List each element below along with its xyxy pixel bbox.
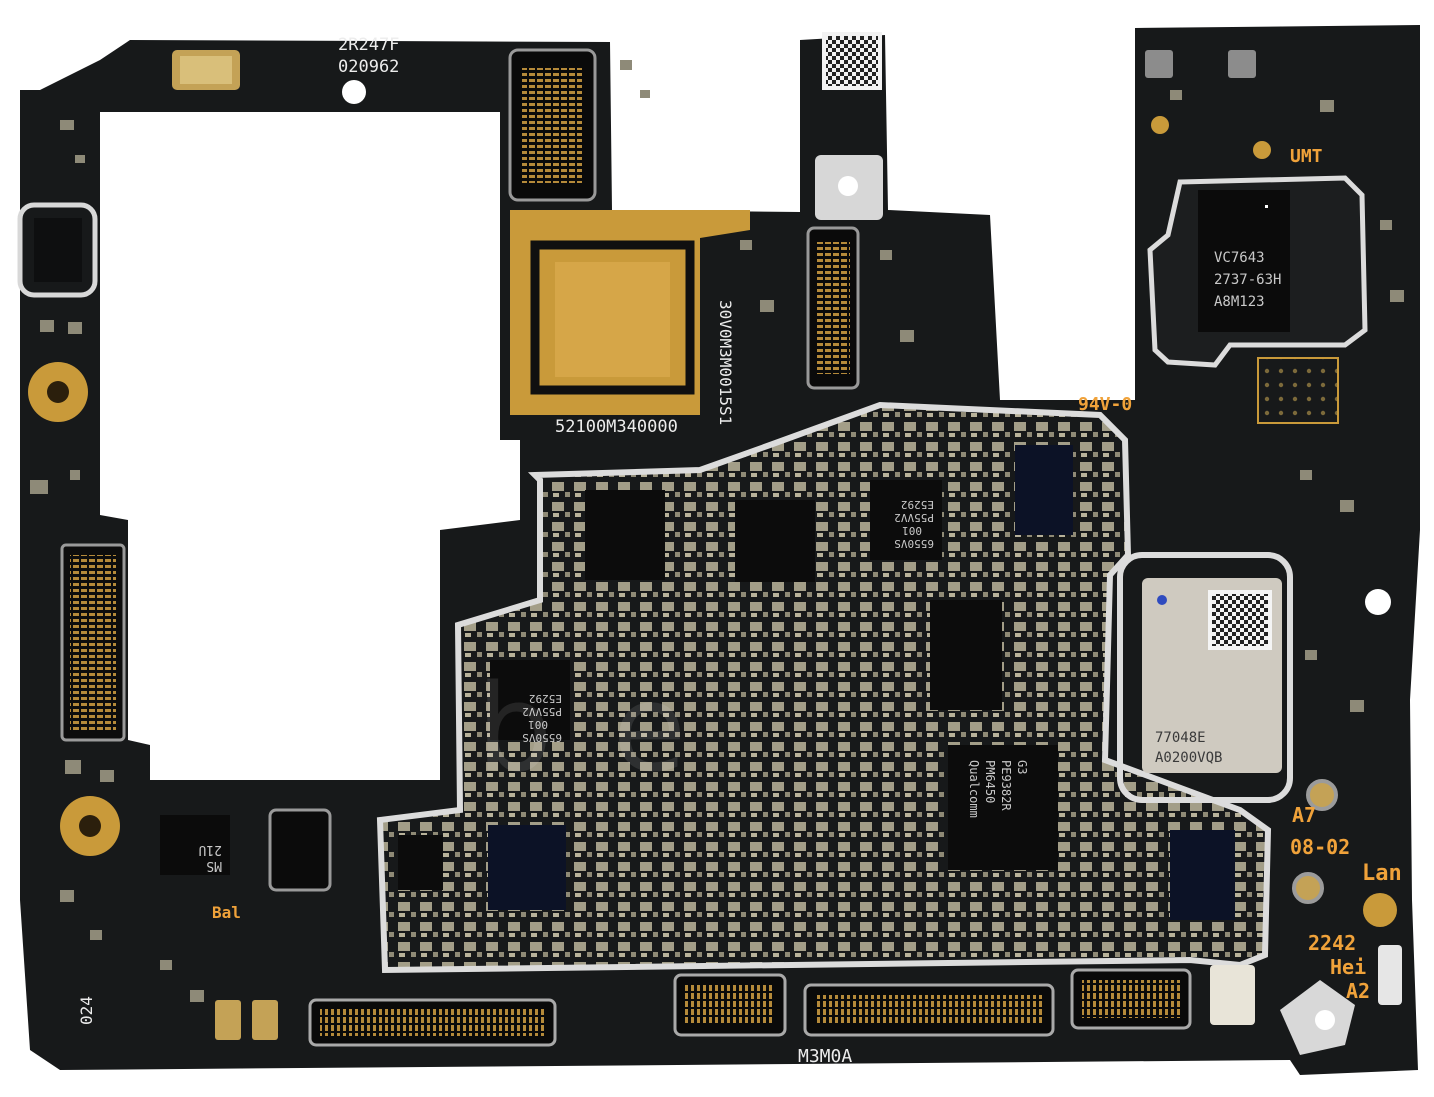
- chip-blue-bottom: [488, 825, 566, 910]
- chip-mem-left-line2: 001: [528, 718, 548, 731]
- silk-vertical-code: 30V0M3M0015S1: [716, 300, 735, 425]
- chip-pmic-line4: G3: [1015, 760, 1029, 774]
- chip-vc-line3: A8M123: [1214, 294, 1265, 310]
- chip-pmic: [948, 745, 1058, 870]
- chip-small-line2: 21U: [199, 842, 222, 857]
- chip-mem-top-line1: 6550VS: [894, 537, 934, 550]
- chip-mem-top-line2: 001: [902, 524, 922, 537]
- chip-blue-top: [1015, 445, 1073, 535]
- chip-pmic-line3: PE9382R: [999, 760, 1013, 811]
- hole-top: [342, 80, 366, 104]
- chip-mem-left-line3: P55VV2: [522, 705, 562, 718]
- shield-left-small: [17, 202, 98, 298]
- chip-vc-line1: VC7643: [1214, 250, 1265, 266]
- chip-small-left: [160, 815, 230, 875]
- hole-right: [1365, 589, 1391, 615]
- chip-small-line1: MS: [206, 858, 222, 873]
- silk-a7-mark: A7: [1292, 803, 1316, 827]
- chip-vc-line2: 2737-63H: [1214, 272, 1281, 288]
- chip-mem-left-line4: E5292: [529, 692, 562, 705]
- chip-wifi-line2: A0200VQB: [1155, 750, 1222, 766]
- chip-blue-right: [1170, 830, 1235, 920]
- switch-part: [1210, 965, 1255, 1025]
- connector-small-left: [268, 808, 332, 892]
- silk-side-code: 024: [77, 996, 96, 1025]
- chip-1: [585, 490, 665, 580]
- silk-hei-mark: Hei: [1330, 955, 1366, 979]
- silk-mid-code: 52100M340000: [555, 417, 678, 437]
- chip-center: [930, 600, 1002, 710]
- silk-lan-mark: Lan: [1362, 861, 1402, 886]
- svg-text:ictbe: ictbe: [150, 660, 746, 799]
- silk-date-mark: 08-02: [1290, 835, 1350, 859]
- pcb-cutout: [100, 112, 520, 780]
- silk-umt-mark: UMT: [1290, 146, 1323, 167]
- silk-top-code-2: 020962: [338, 57, 399, 77]
- chip-wifi-line1: 77048E: [1155, 730, 1206, 746]
- silk-ul-mark: 94V-0: [1078, 394, 1132, 415]
- chip-mem-top: [870, 480, 942, 560]
- shield-wifi: [1117, 552, 1293, 803]
- silk-bottom-code: M3M0A: [798, 1046, 852, 1067]
- silk-top-code-1: 2R247F: [338, 35, 399, 55]
- chip-vc: [1198, 190, 1290, 332]
- chip-mem-left-line1: 6550VS: [522, 731, 562, 744]
- chip-mem-left: [490, 660, 570, 740]
- chip-2: [735, 500, 815, 582]
- pad-right: [1363, 893, 1397, 927]
- silk-a2-mark: A2: [1346, 979, 1370, 1003]
- antenna-connector-2: [1292, 872, 1324, 904]
- chip-mem-top-line4: E5292: [901, 498, 934, 511]
- silk-year-mark: 2242: [1308, 931, 1356, 955]
- chip-pmic-line1: Qualcomm: [967, 760, 981, 818]
- chip-pmic-line2: PM6450: [983, 760, 997, 803]
- antenna-connector-1: [1306, 779, 1338, 811]
- scattered-components: [30, 60, 1404, 1002]
- silk-bal-mark: Bal: [212, 903, 241, 922]
- chip-mem-top-line3: P55VV2: [894, 511, 934, 524]
